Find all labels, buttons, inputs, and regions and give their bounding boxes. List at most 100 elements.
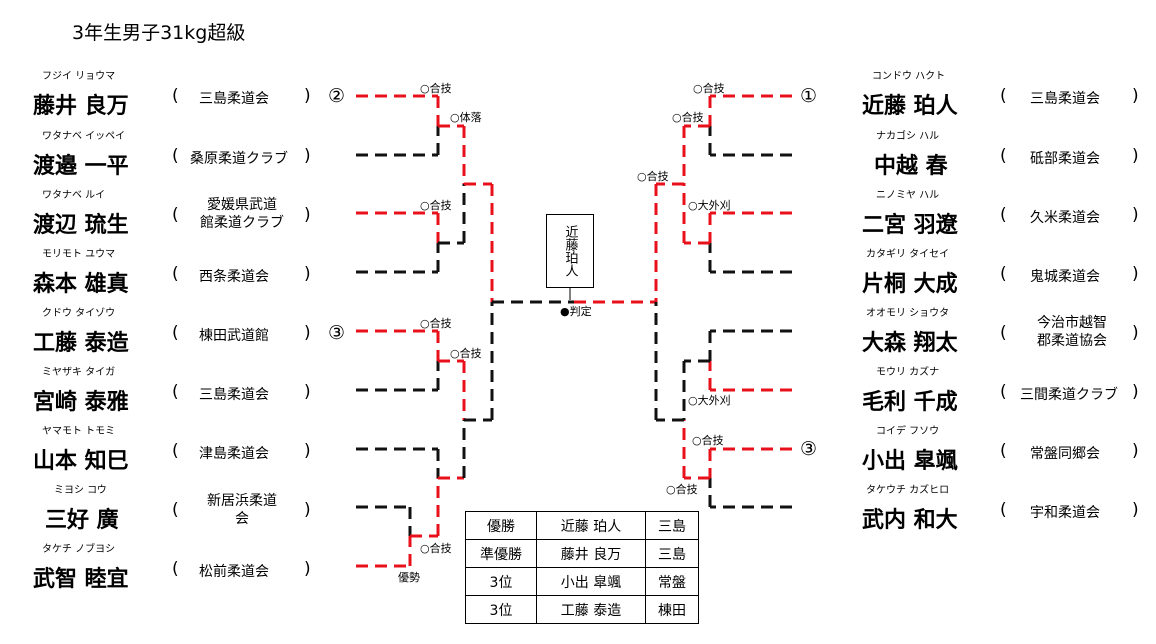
- result-label: ○合技: [420, 81, 452, 95]
- club-right-8: 宇和柔道会: [1030, 505, 1100, 521]
- club-cell: 三島: [645, 539, 699, 568]
- name-right-2: 中越 春: [874, 154, 948, 179]
- paren-open: (: [172, 264, 179, 284]
- club-right-4: 鬼城柔道会: [1030, 269, 1100, 285]
- name-left-8: 三好 廣: [45, 508, 119, 533]
- paren-close: ): [304, 500, 311, 520]
- result-label: ○合技: [672, 110, 704, 124]
- paren-open: (: [172, 323, 179, 343]
- paren-close: ): [1132, 441, 1139, 461]
- name-left-1: 藤井 良万: [33, 94, 129, 119]
- club-right-6: 三間柔道クラブ: [1020, 387, 1118, 403]
- name-cell: 藤井 良万: [536, 539, 646, 568]
- result-label: ○合技: [420, 316, 452, 330]
- club-left-8: 新居浜柔道会: [207, 493, 277, 527]
- table-row: 3位 工藤 泰造 棟田: [465, 595, 699, 624]
- kana-right-8: タケウチ カズヒロ: [866, 485, 950, 496]
- club-right-5: 今治市越智郡柔道協会: [1037, 315, 1107, 349]
- result-label: ○大外刈: [688, 198, 731, 212]
- paren-open: (: [172, 382, 179, 402]
- name-right-5: 大森 翔太: [862, 331, 958, 356]
- paren-open: (: [1000, 500, 1007, 520]
- result-label: ○合技: [692, 433, 724, 447]
- paren-open: (: [172, 500, 179, 520]
- rank-cell: 3位: [465, 595, 537, 624]
- result-label: ○合技: [420, 198, 452, 212]
- result-label: ○合技: [450, 346, 482, 360]
- result-label: 優勢: [398, 570, 420, 584]
- paren-close: ): [1132, 500, 1139, 520]
- table-row: 3位 小出 皐颯 常盤: [465, 567, 699, 596]
- seed-left-1: ②: [328, 85, 346, 107]
- club-left-5: 棟田武道館: [199, 328, 269, 344]
- kana-left-2: ワタナベ イッペイ: [42, 131, 126, 142]
- club-left-3: 愛媛県武道館柔道クラブ: [200, 197, 284, 231]
- kana-right-6: モウリ カズナ: [876, 367, 940, 378]
- result-label: ○合技: [420, 541, 452, 555]
- name-right-8: 武内 和大: [862, 508, 958, 533]
- club-right-3: 久米柔道会: [1030, 210, 1100, 226]
- champion-box: 近藤珀人: [546, 214, 594, 288]
- paren-close: ): [304, 264, 311, 284]
- paren-open: (: [1000, 205, 1007, 225]
- kana-right-5: オオモリ ショウタ: [866, 308, 950, 319]
- club-right-7: 常盤同郷会: [1030, 446, 1100, 462]
- name-right-4: 片桐 大成: [862, 272, 958, 297]
- kana-left-7: ヤマモト トモミ: [42, 426, 116, 437]
- name-cell: 工藤 泰造: [536, 595, 646, 624]
- club-cell: 三島: [645, 511, 699, 540]
- kana-left-4: モリモト ユウマ: [42, 249, 116, 260]
- result-label: ○合技: [637, 169, 669, 183]
- paren-close: ): [1132, 146, 1139, 166]
- kana-left-5: クドウ タイゾウ: [42, 308, 116, 319]
- name-right-7: 小出 皐颯: [862, 449, 958, 474]
- rank-cell: 3位: [465, 567, 537, 596]
- paren-open: (: [1000, 86, 1007, 106]
- paren-close: ): [1132, 323, 1139, 343]
- paren-open: (: [1000, 382, 1007, 402]
- club-right-2: 砥部柔道会: [1030, 151, 1100, 167]
- kana-right-7: コイデ フソウ: [876, 426, 940, 437]
- table-row: 優勝 近藤 珀人 三島: [465, 511, 699, 540]
- kana-left-3: ワタナベ ルイ: [42, 190, 106, 201]
- kana-left-8: ミヨシ コウ: [54, 485, 107, 496]
- paren-close: ): [304, 205, 311, 225]
- name-left-3: 渡辺 琉生: [33, 213, 129, 238]
- name-left-4: 森本 雄真: [33, 272, 129, 297]
- kana-right-3: ニノミヤ ハル: [876, 190, 940, 201]
- paren-close: ): [1132, 264, 1139, 284]
- name-right-3: 二宮 羽遼: [862, 213, 958, 238]
- rank-cell: 優勝: [465, 511, 537, 540]
- paren-open: (: [1000, 264, 1007, 284]
- paren-open: (: [172, 205, 179, 225]
- club-left-9: 松前柔道会: [199, 564, 269, 580]
- seed-right-7: ③: [800, 438, 818, 460]
- result-label: ○体落: [450, 110, 482, 124]
- paren-open: (: [172, 146, 179, 166]
- paren-close: ): [304, 441, 311, 461]
- club-left-6: 三島柔道会: [199, 387, 269, 403]
- kana-right-1: コンドウ ハクト: [872, 71, 946, 82]
- name-left-5: 工藤 泰造: [33, 331, 129, 356]
- kana-right-2: ナカゴシ ハル: [876, 131, 940, 142]
- name-cell: 近藤 珀人: [536, 511, 646, 540]
- name-right-1: 近藤 珀人: [862, 94, 958, 119]
- paren-close: ): [304, 559, 311, 579]
- club-right-1: 三島柔道会: [1030, 91, 1100, 107]
- name-left-2: 渡邉 一平: [33, 154, 129, 179]
- kana-left-6: ミヤザキ タイガ: [42, 367, 116, 378]
- name-cell: 小出 皐颯: [536, 567, 646, 596]
- kana-left-1: フジイ リョウマ: [42, 71, 116, 82]
- paren-open: (: [172, 559, 179, 579]
- seed-right-1: ①: [800, 85, 818, 107]
- final-result-label: ●判定: [560, 304, 592, 318]
- name-right-6: 毛利 千成: [862, 390, 958, 415]
- paren-open: (: [172, 441, 179, 461]
- club-cell: 常盤: [645, 567, 699, 596]
- paren-close: ): [304, 382, 311, 402]
- paren-close: ): [1132, 382, 1139, 402]
- kana-right-4: カタギリ タイセイ: [866, 249, 950, 260]
- name-left-6: 宮崎 泰雅: [33, 390, 129, 415]
- seed-left-5: ③: [328, 322, 346, 344]
- club-left-2: 桑原柔道クラブ: [190, 151, 288, 167]
